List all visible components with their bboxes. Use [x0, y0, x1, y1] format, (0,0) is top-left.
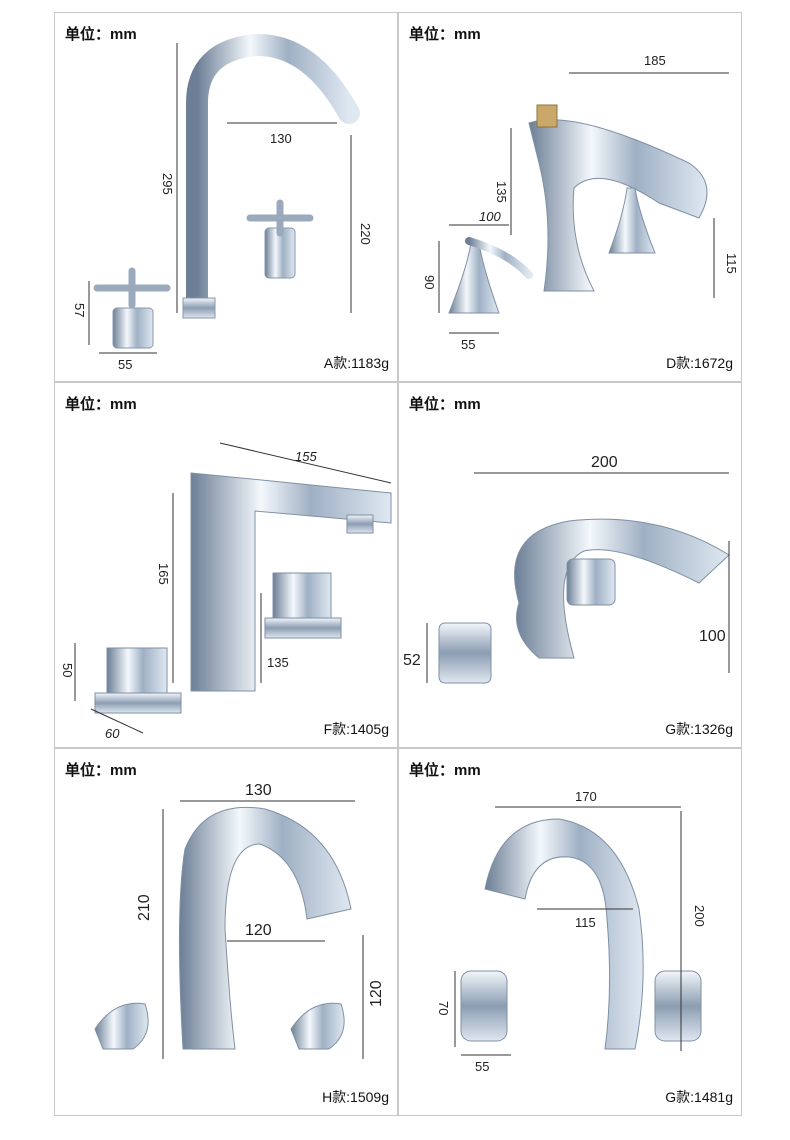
dim-165: 165 — [156, 563, 171, 585]
dim-50: 50 — [60, 663, 75, 677]
dim-135: 135 — [494, 181, 509, 203]
dim-135: 135 — [267, 655, 289, 670]
panel-caption: G款:1481g — [665, 1089, 733, 1105]
unit-label: 单位：mm — [65, 762, 137, 779]
panel-a: 单位：mm — [54, 12, 398, 382]
panel-caption: A款:1183g — [323, 355, 389, 371]
dim-185: 185 — [644, 53, 666, 68]
panel-f: 单位：mm 155 165 135 50 60 F款:1405 — [54, 382, 398, 748]
dim-115: 115 — [575, 915, 596, 930]
panel-caption: H款:1509g — [322, 1089, 389, 1105]
dim-220: 220 — [358, 223, 373, 245]
faucet-d-drawing: 185 135 100 90 55 115 — [422, 53, 739, 352]
dim-210: 210 — [136, 894, 153, 921]
dim-90: 90 — [422, 275, 437, 289]
dim-295: 295 — [160, 173, 175, 195]
unit-label: 单位：mm — [65, 396, 137, 413]
dim-100: 100 — [699, 628, 726, 645]
faucet-h-drawing: 130 210 120 120 — [94, 782, 385, 1059]
dim-52: 52 — [403, 652, 421, 669]
faucet-g2-drawing: 170 200 115 70 55 — [436, 789, 707, 1074]
dim-55: 55 — [475, 1059, 489, 1074]
panel-caption: F款:1405g — [323, 721, 389, 737]
unit-label: 单位：mm — [409, 26, 481, 43]
dim-55: 55 — [118, 357, 132, 372]
unit-label: 单位：mm — [65, 26, 137, 43]
dim-130: 130 — [245, 782, 272, 799]
dim-100: 100 — [479, 209, 501, 224]
faucet-g1-drawing: 200 100 52 — [403, 454, 730, 684]
unit-label: 单位：mm — [409, 396, 481, 413]
dim-120: 120 — [245, 922, 272, 939]
dim-130: 130 — [270, 131, 292, 146]
dim-155: 155 — [295, 449, 317, 464]
panel-d: 单位：mm 185 135 100 90 55 115 — [398, 12, 742, 382]
dim-120-right: 120 — [368, 980, 385, 1007]
dim-115: 115 — [724, 253, 739, 274]
panel-caption: D款:1672g — [666, 355, 733, 371]
faucet-f-drawing: 155 165 135 50 60 — [60, 442, 392, 741]
faucet-a-drawing: 295 130 220 57 55 — [72, 33, 373, 372]
panel-g2: 单位：mm 170 200 115 70 55 G款:1481g — [398, 748, 742, 1116]
dim-70: 70 — [436, 1001, 451, 1015]
dim-57: 57 — [72, 303, 87, 317]
dim-200: 200 — [591, 454, 618, 471]
dim-60: 60 — [105, 726, 120, 741]
product-dimension-grid: 单位：mm — [54, 12, 742, 1116]
dim-200: 200 — [692, 905, 707, 927]
panel-g1: 单位：mm 200 100 52 G款:1326g — [398, 382, 742, 748]
unit-label: 单位：mm — [409, 762, 481, 779]
panel-h: 单位：mm 130 210 120 120 H款:1509g — [54, 748, 398, 1116]
dim-170: 170 — [575, 789, 597, 804]
dim-55: 55 — [461, 337, 475, 352]
panel-caption: G款:1326g — [665, 721, 733, 737]
